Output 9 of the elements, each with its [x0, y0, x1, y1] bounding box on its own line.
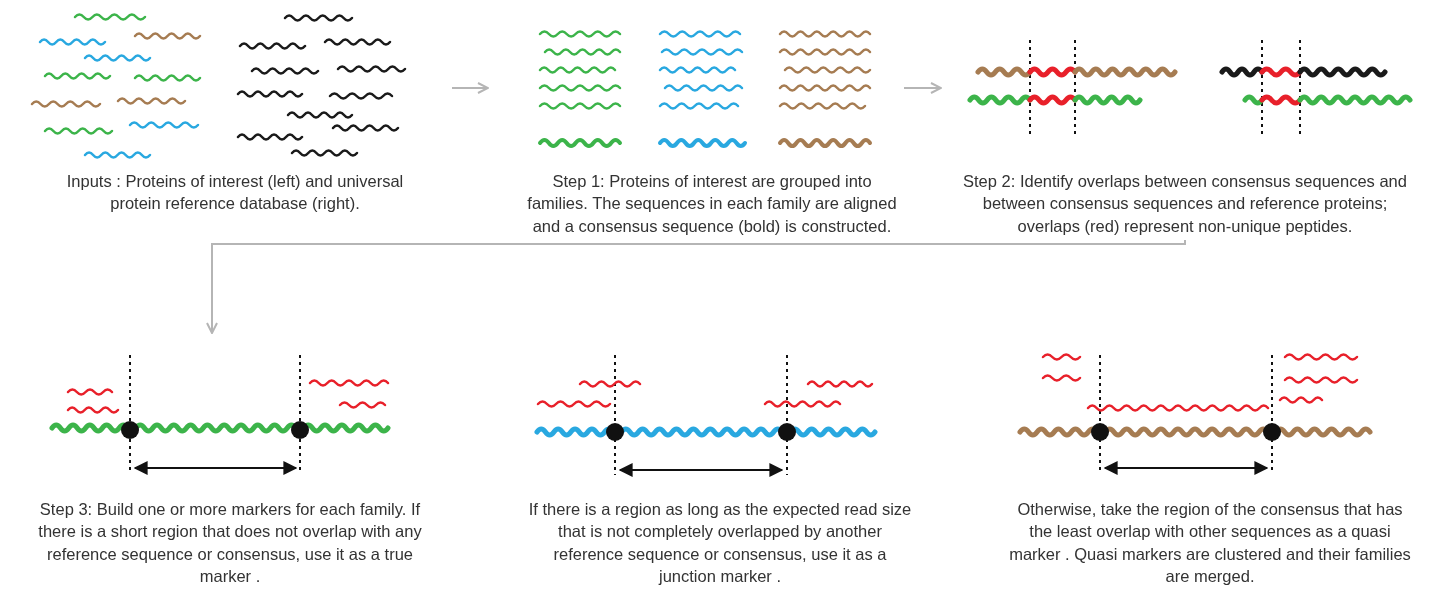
arrow — [903, 82, 942, 94]
arrow — [206, 239, 1186, 334]
caption-text: Otherwise, take the region of the consensus that has the least overlap with other sequences as a quasi marker . Quasi markers are clustered and their families are merged. — [1008, 499, 1412, 587]
caption-text: Step 1: Proteins of interest are grouped into families. The sequences in each family are aligned and a consensus sequence (bold) is constructed. — [526, 171, 898, 237]
caption-text: Step 2: Identify overlaps between consensus sequences and between consensus sequences and reference proteins; overlaps (red) represent non-unique peptides. — [962, 171, 1408, 237]
caption-text: Inputs : Proteins of interest (left) and universal protein reference database (right). — [65, 171, 405, 215]
caption-text: Step 3: Build one or more markers for each family. If there is a short region that does not overlap with any reference sequence or consensus, use it as a true marker . — [37, 499, 423, 587]
arrow — [451, 82, 489, 94]
caption-text: If there is a region as long as the expected read size that is not completely overlapped by another reference sequence or consensus, use it as a junction marker . — [527, 499, 913, 587]
